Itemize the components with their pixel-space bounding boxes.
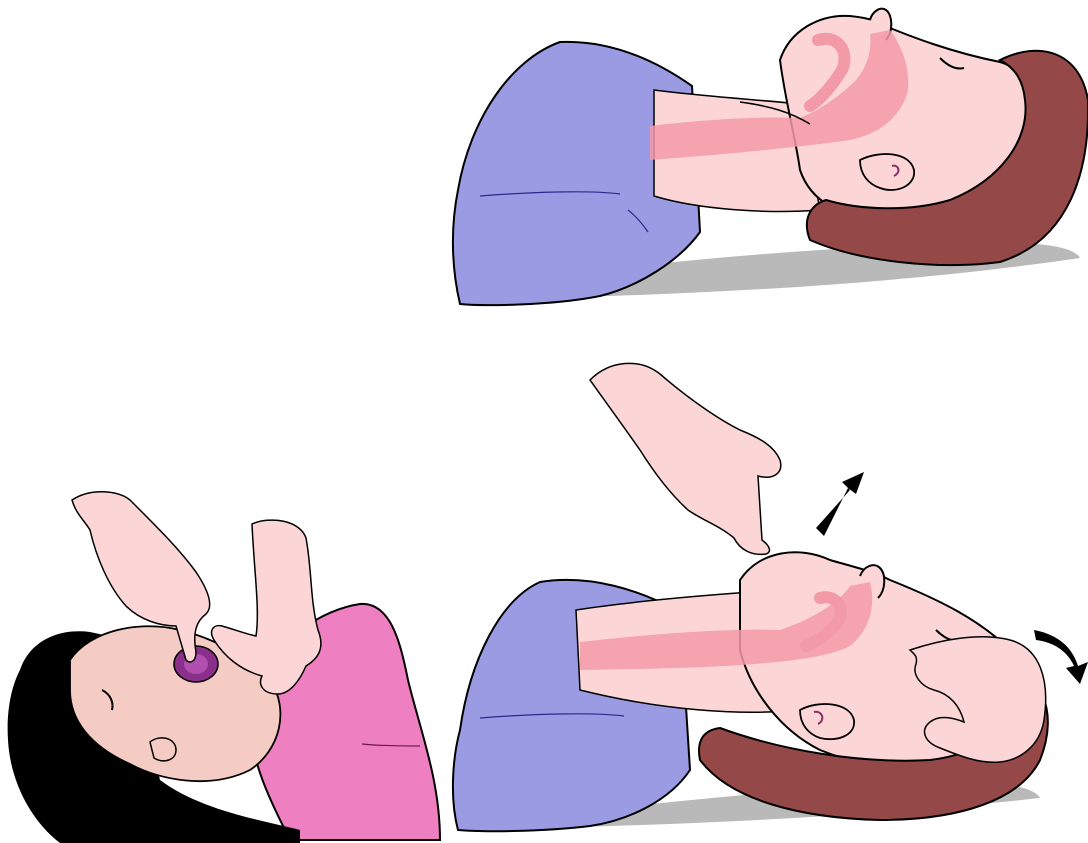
head-tilt-illustration: [440, 350, 1088, 843]
ear: [150, 738, 176, 761]
scene-finger-sweep: [0, 480, 450, 843]
supine-airway-illustration: [440, 0, 1088, 320]
up-arrow-icon: [816, 472, 864, 536]
rescuer-hand-chin: [590, 363, 781, 554]
finger-sweep-illustration: [0, 480, 450, 843]
scene-head-tilt-chin-lift: [440, 350, 1088, 843]
scene-supine-airway: [440, 0, 1088, 320]
